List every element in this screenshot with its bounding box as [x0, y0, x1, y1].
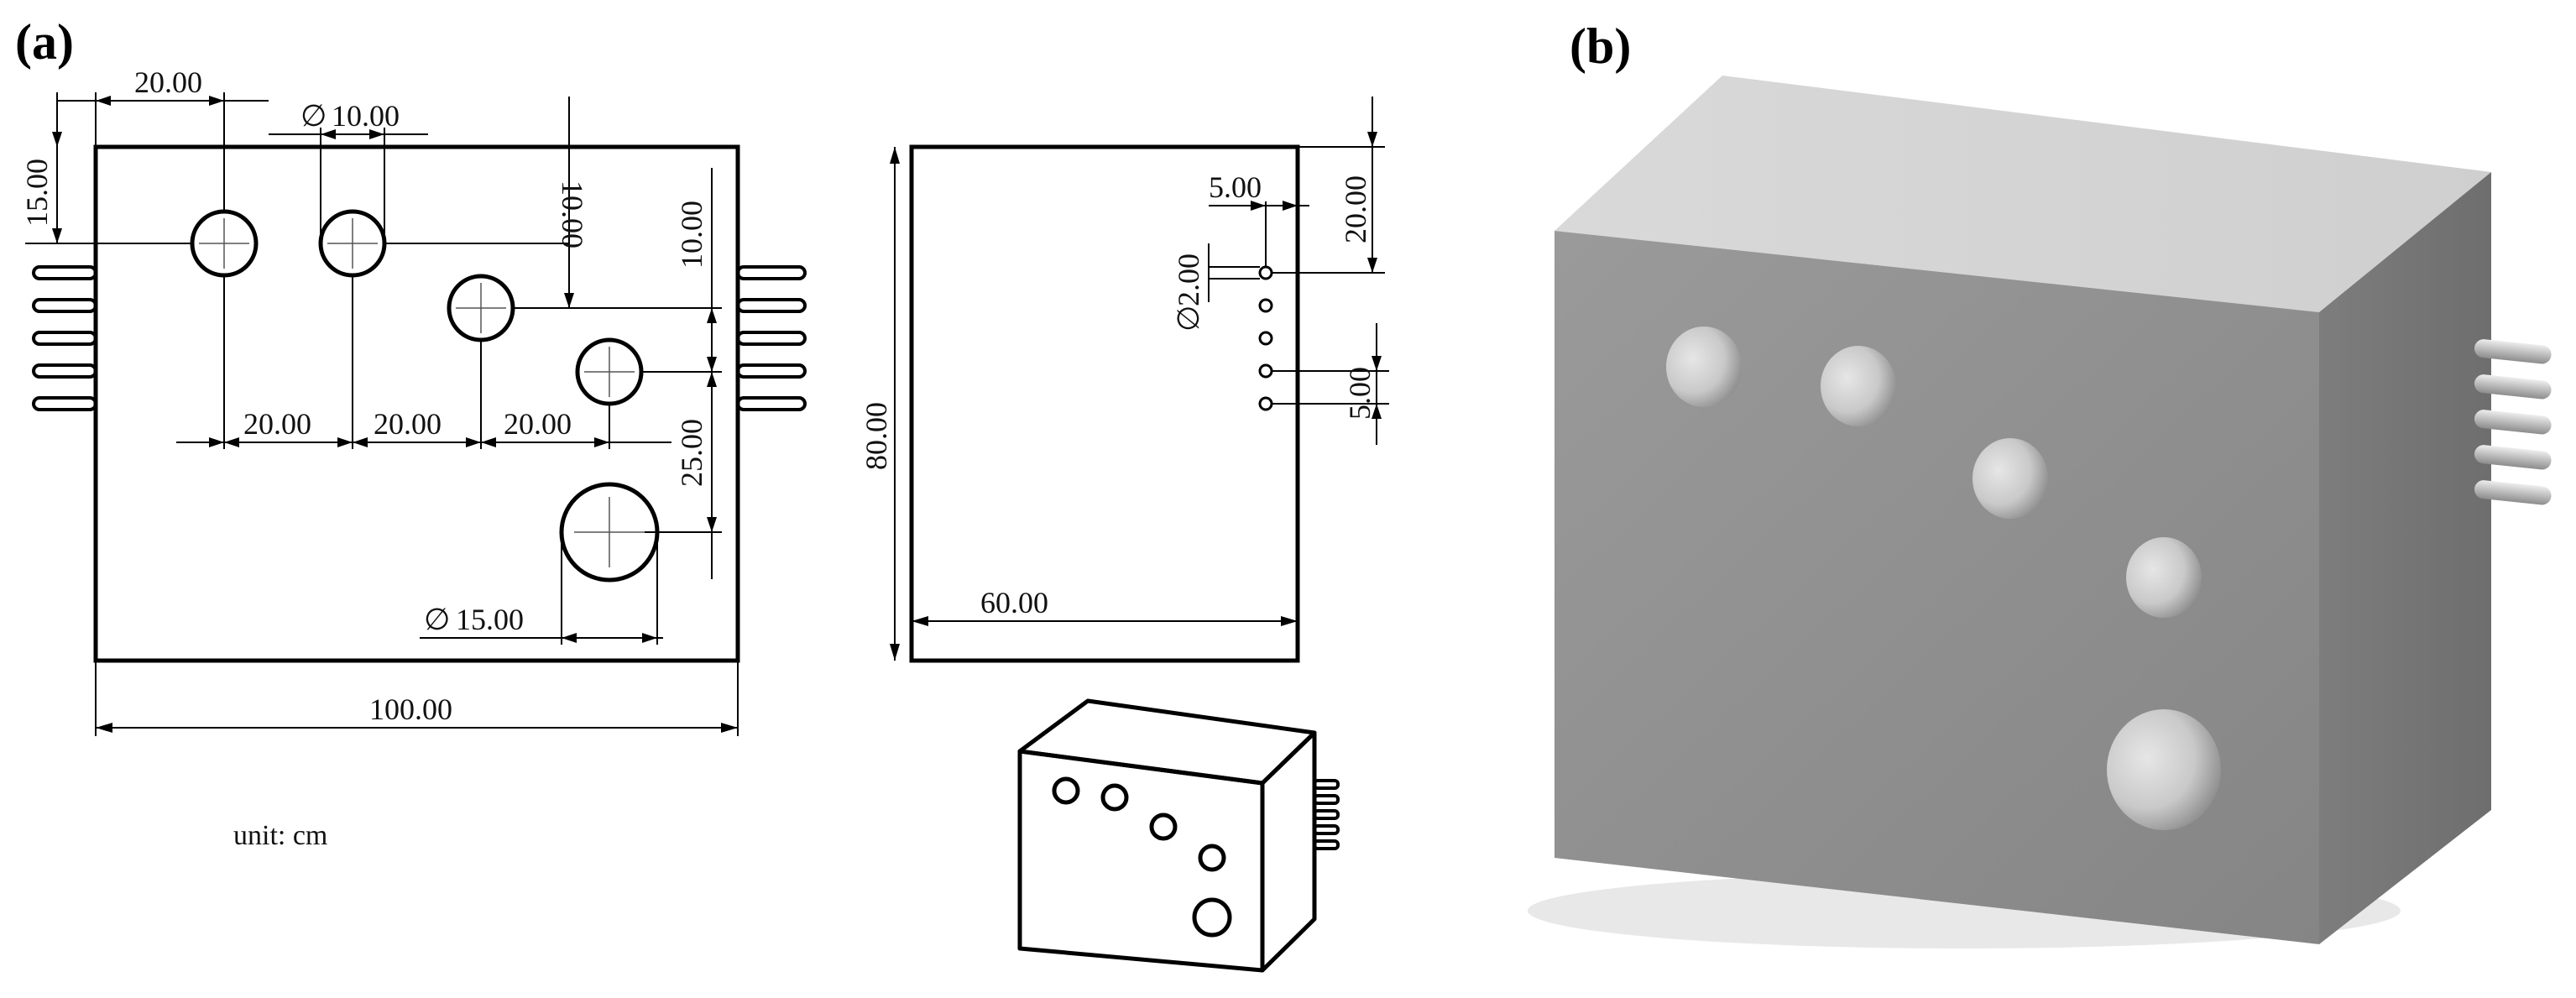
dim-hole-offset-x: 20.00	[134, 65, 202, 99]
side-dimension-lines	[894, 97, 1389, 661]
dim-hole-diameter-large: 15.00	[456, 603, 524, 636]
panel-label-b: (b)	[1570, 18, 1631, 74]
unit-label: unit: cm	[233, 820, 327, 851]
render-hole-3	[1972, 438, 2048, 519]
render-hole-4	[2126, 537, 2202, 618]
iso-hole-5	[1192, 897, 1232, 938]
front-view-drawing	[25, 92, 807, 736]
iso-hole-1	[1052, 776, 1080, 805]
dim-hole-top-offset: 15.00	[20, 159, 54, 227]
dim-hole-step-y: 10.00	[556, 180, 589, 248]
hole-center-marks	[199, 218, 645, 567]
isometric-sketch	[1017, 698, 1340, 973]
render-hole-5	[2107, 709, 2221, 830]
dim-depth: 60.00	[980, 586, 1048, 619]
side-view-outline	[909, 144, 1300, 663]
concrete-render	[1528, 76, 2552, 948]
iso-hole-3	[1149, 813, 1178, 841]
dim-rod-spacing: 5.00	[1343, 367, 1377, 420]
dim-width: 100.00	[369, 692, 452, 726]
front-view-outline	[93, 144, 740, 663]
render-top-face	[1554, 76, 2491, 312]
dim-rod-diameter: 2.00	[1172, 253, 1205, 306]
iso-side-face	[1260, 730, 1317, 973]
diameter-symbol-small: ∅	[300, 99, 327, 133]
render-holes	[1666, 327, 2221, 830]
dim-hole-diameter-small: 10.00	[332, 99, 400, 133]
right-rods	[736, 265, 807, 411]
dim-hole-step-y2: 10.00	[675, 201, 708, 269]
diameter-symbol-large: ∅	[424, 603, 450, 636]
front-dimension-lines	[25, 92, 739, 736]
render-side-face	[2319, 172, 2491, 944]
rod-section-marks	[1258, 265, 1273, 411]
left-rods	[32, 265, 97, 411]
render-rods	[2474, 339, 2552, 505]
iso-rods	[1313, 779, 1340, 850]
dim-spacing-2: 20.00	[374, 407, 442, 441]
render-hole-1	[1666, 327, 1742, 407]
side-view-drawing	[890, 97, 1389, 663]
iso-hole-4	[1198, 844, 1226, 872]
diameter-symbol-rod: ∅	[1172, 306, 1205, 332]
iso-hole-2	[1100, 783, 1129, 812]
panel-label-a: (a)	[15, 14, 74, 70]
side-arrowheads	[890, 132, 1382, 661]
dim-large-hole-offset: 25.00	[675, 419, 708, 487]
dim-spacing-3: 20.00	[504, 407, 572, 441]
dim-rod-offset: 5.00	[1209, 170, 1262, 204]
render-hole-2	[1821, 346, 1896, 426]
front-arrowheads	[52, 96, 738, 733]
render-front-face	[1554, 231, 2319, 944]
dim-rod-top: 20.00	[1339, 175, 1372, 243]
dim-spacing-1: 20.00	[243, 407, 311, 441]
dim-height: 80.00	[860, 402, 893, 470]
